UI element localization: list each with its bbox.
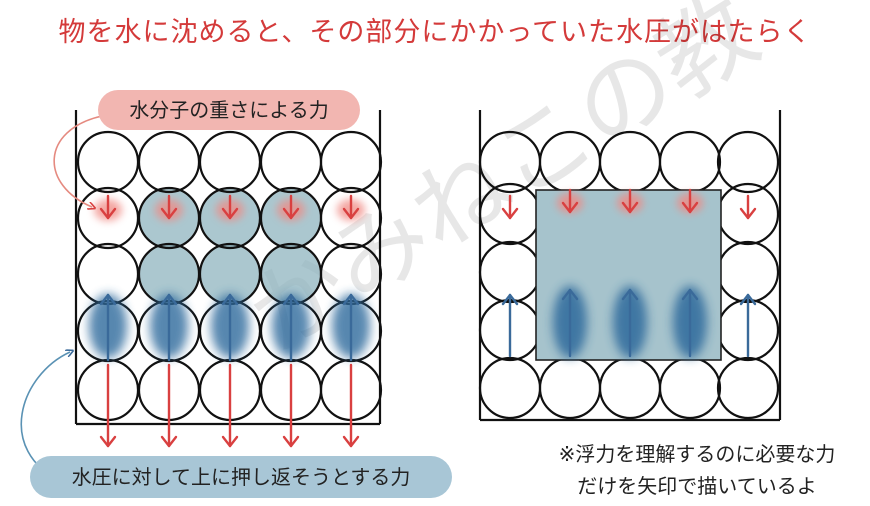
water-molecule bbox=[716, 240, 780, 304]
weight-arrow bbox=[739, 194, 757, 220]
water-molecule bbox=[137, 130, 201, 194]
water-molecule bbox=[658, 356, 722, 420]
pressure-arrow bbox=[501, 293, 519, 358]
weight-pointer-arrow bbox=[53, 115, 103, 207]
pressure-arrow bbox=[282, 293, 300, 362]
water-molecule bbox=[538, 356, 602, 420]
water-molecule bbox=[478, 240, 542, 304]
bottom-weight-arrow bbox=[342, 363, 360, 448]
pressure-reaction-label: 水圧に対して上に押し返そうとする力 bbox=[30, 456, 452, 498]
water-molecule bbox=[658, 130, 722, 194]
pressure-arrow bbox=[342, 293, 360, 362]
note-line-1: ※浮力を理解するのに必要な力 bbox=[558, 442, 836, 466]
page-title: 物を水に沈めると、その部分にかかっていた水圧がはたらく bbox=[58, 17, 812, 48]
pressure-arrow bbox=[99, 293, 117, 362]
water-molecule bbox=[716, 356, 780, 420]
left-force-arrows bbox=[99, 194, 360, 448]
pressure-arrow bbox=[561, 288, 579, 358]
weight-arrow bbox=[282, 194, 300, 220]
water-molecule bbox=[319, 130, 383, 194]
water-molecule bbox=[716, 130, 780, 194]
water-molecule bbox=[478, 356, 542, 420]
pressure-arrow bbox=[621, 288, 639, 358]
water-molecule bbox=[259, 130, 323, 194]
note-line-2: だけを矢印で描いているよ bbox=[577, 474, 817, 498]
bottom-weight-arrow bbox=[221, 363, 239, 448]
weight-arrow bbox=[621, 188, 639, 214]
weight-force-label: 水分子の重さによる力 bbox=[98, 90, 360, 130]
weight-arrow bbox=[99, 194, 117, 220]
bottom-weight-arrow bbox=[160, 363, 178, 448]
pressure-arrow bbox=[739, 293, 757, 358]
bottom-weight-arrow bbox=[99, 363, 117, 448]
shaded-molecule bbox=[262, 245, 320, 303]
pressure-arrow bbox=[681, 288, 699, 358]
bottom-weight-arrow bbox=[282, 363, 300, 448]
right-force-arrows bbox=[501, 188, 757, 358]
water-molecule bbox=[76, 130, 140, 194]
water-molecule bbox=[598, 356, 662, 420]
weight-arrow bbox=[681, 188, 699, 214]
pressure-arrow bbox=[221, 293, 239, 362]
water-molecule bbox=[319, 186, 383, 250]
weight-arrow bbox=[561, 188, 579, 214]
water-molecule bbox=[198, 130, 262, 194]
weight-arrow bbox=[501, 194, 519, 220]
shaded-molecule bbox=[201, 245, 259, 303]
shaded-molecule bbox=[140, 245, 198, 303]
weight-arrow bbox=[342, 194, 360, 220]
pressure-arrow bbox=[160, 293, 178, 362]
note-text: ※浮力を理解するのに必要な力 だけを矢印で描いているよ bbox=[532, 438, 862, 502]
weight-arrow bbox=[160, 194, 178, 220]
weight-arrow bbox=[221, 194, 239, 220]
